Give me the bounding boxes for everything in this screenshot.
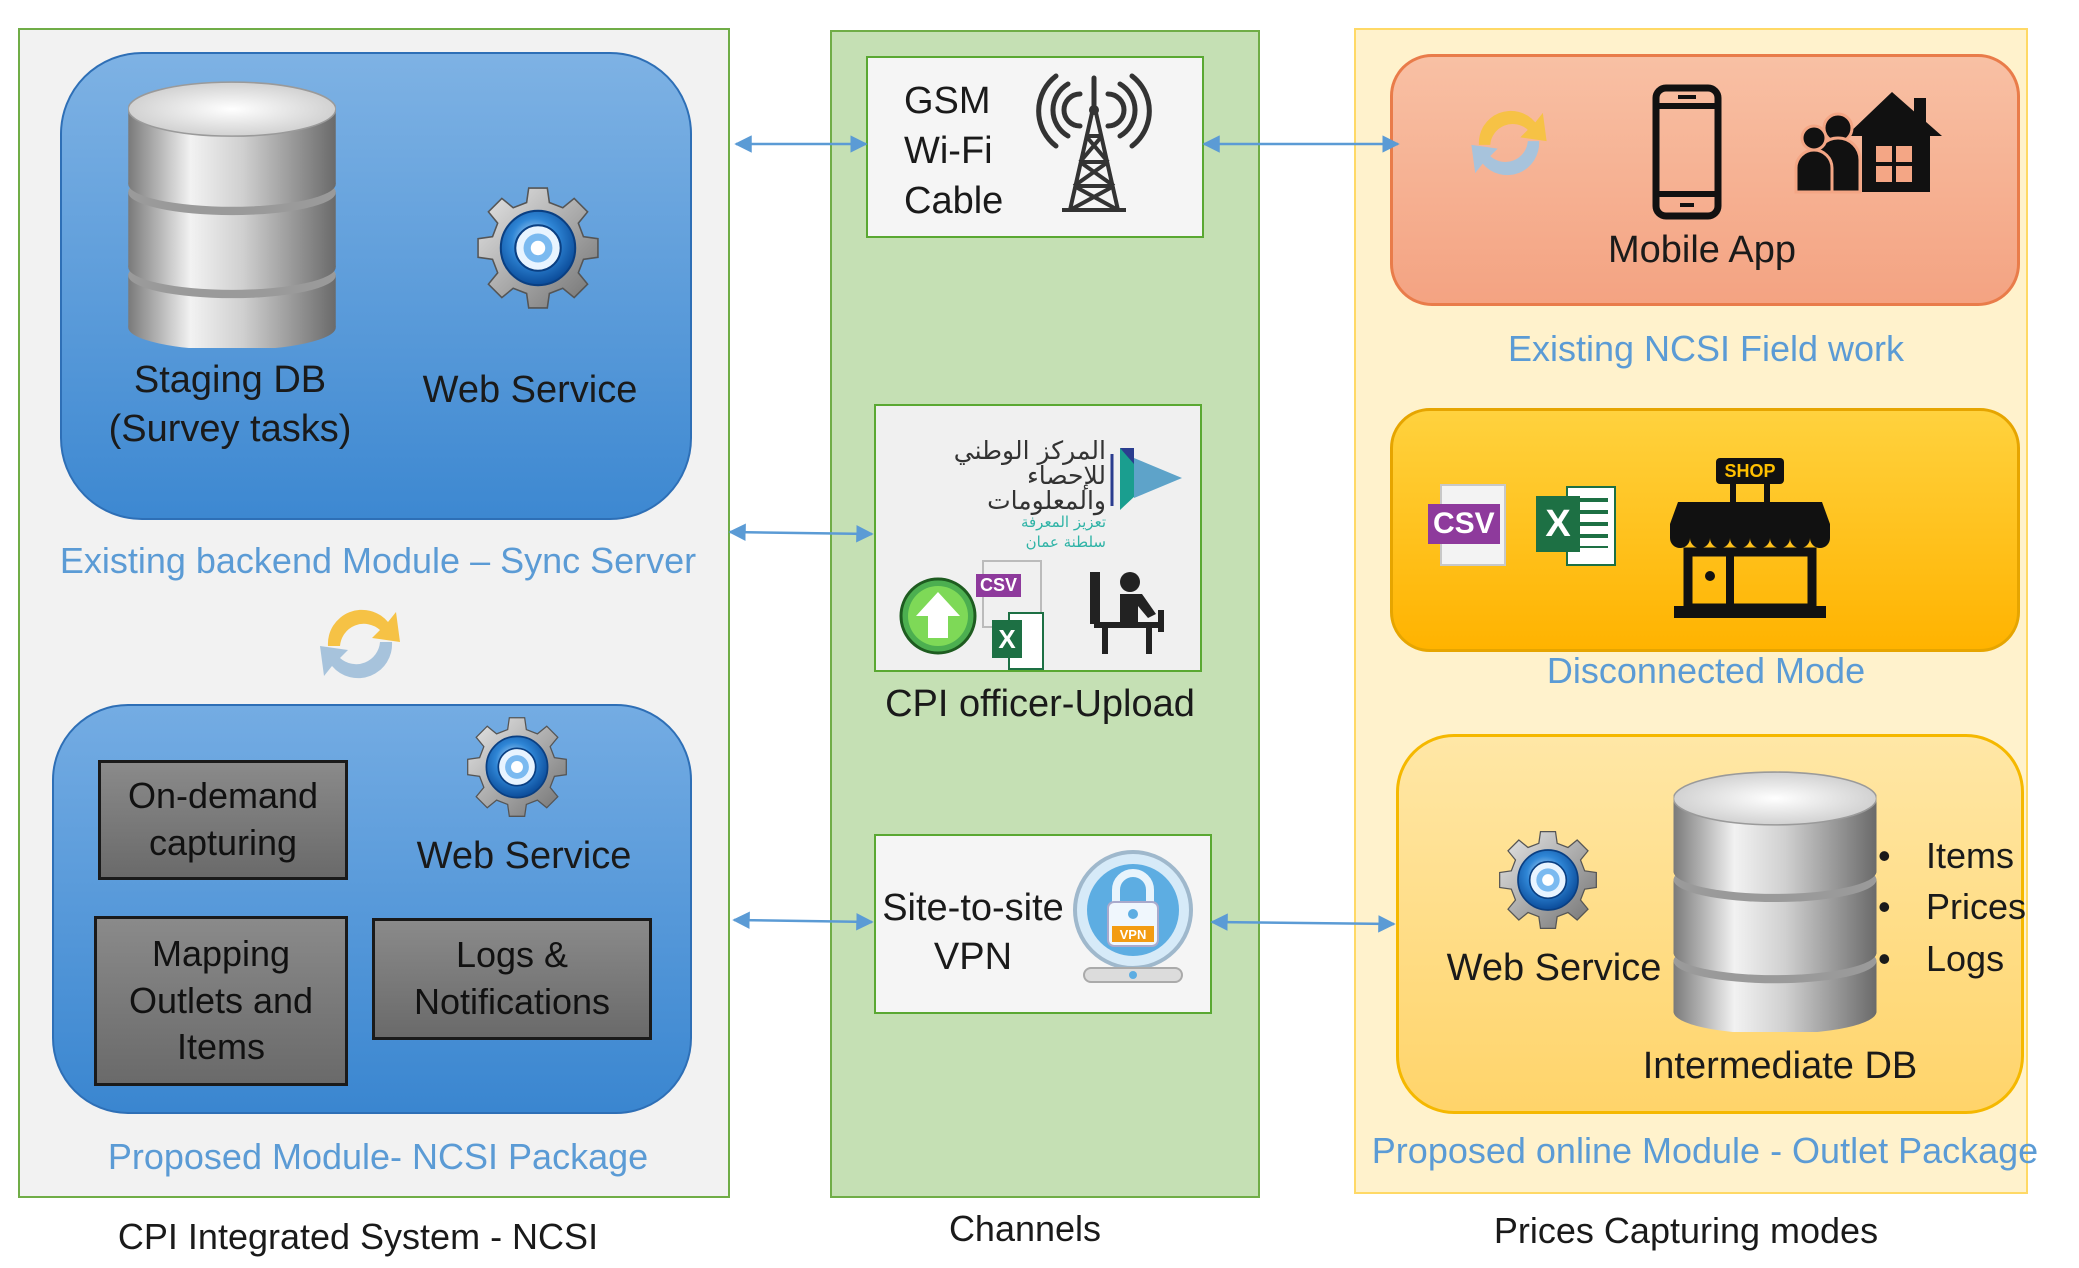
staging-db-label: Staging DB(Survey tasks) bbox=[108, 359, 352, 450]
sync-server-caption: Existing backend Module – Sync Server bbox=[59, 540, 697, 581]
people-home-icon bbox=[1794, 92, 1942, 194]
csv-file-icon: CSV bbox=[976, 560, 1042, 628]
ncsi-logo-mark bbox=[1110, 448, 1182, 510]
right-section-title: Prices Capturing modes bbox=[1493, 1210, 1879, 1251]
logs-notifications-box: Logs &Notifications bbox=[372, 918, 652, 1040]
intermediate-db-label: Intermediate DB bbox=[1642, 1045, 1918, 1087]
middle-section-title: Channels bbox=[948, 1208, 1102, 1249]
outlet-bullets: Items Prices Logs bbox=[1878, 830, 2026, 984]
ncsi-logo: المركز الوطني للإحصاء والمعلومات تعزيز ا… bbox=[953, 436, 1106, 551]
vpn-lock-icon: VPN bbox=[1073, 850, 1193, 983]
ncsi-package-caption: Proposed Module- NCSI Package bbox=[107, 1136, 649, 1177]
arrow-vpn-to-outlet bbox=[1210, 913, 1396, 933]
excel-file-icon: X bbox=[1536, 484, 1616, 566]
outlet-package-caption: Proposed online Module - Outlet Package bbox=[1371, 1130, 2039, 1171]
network-channel-box bbox=[866, 56, 1204, 238]
svg-text:SHOP: SHOP bbox=[1724, 461, 1775, 481]
arrow-ncsi-to-vpn bbox=[732, 911, 874, 931]
mobile-phone-icon bbox=[1652, 84, 1722, 220]
mobile-app-label: Mobile App bbox=[1607, 229, 1796, 271]
sync-web-service-label: Web Service bbox=[422, 369, 638, 411]
upload-caption: CPI officer-Upload bbox=[885, 683, 1195, 725]
arrow-sync-to-upload bbox=[728, 523, 874, 543]
radio-tower-icon bbox=[1036, 73, 1152, 212]
shop-icon: SHOP bbox=[1670, 458, 1830, 618]
ncsi-web-service-label: Web Service bbox=[416, 835, 632, 877]
office-worker-icon bbox=[1090, 572, 1164, 654]
disconnected-caption: Disconnected Mode bbox=[1546, 650, 1866, 691]
field-work-caption: Existing NCSI Field work bbox=[1507, 328, 1905, 369]
csv-file-icon: CSV bbox=[1428, 484, 1506, 566]
excel-file-icon: X bbox=[992, 612, 1044, 670]
left-section-title: CPI Integrated System - NCSI bbox=[117, 1216, 599, 1257]
svg-text:VPN: VPN bbox=[1120, 927, 1147, 942]
outlet-web-service-label: Web Service bbox=[1446, 947, 1662, 989]
upload-arrow-icon bbox=[899, 577, 977, 655]
